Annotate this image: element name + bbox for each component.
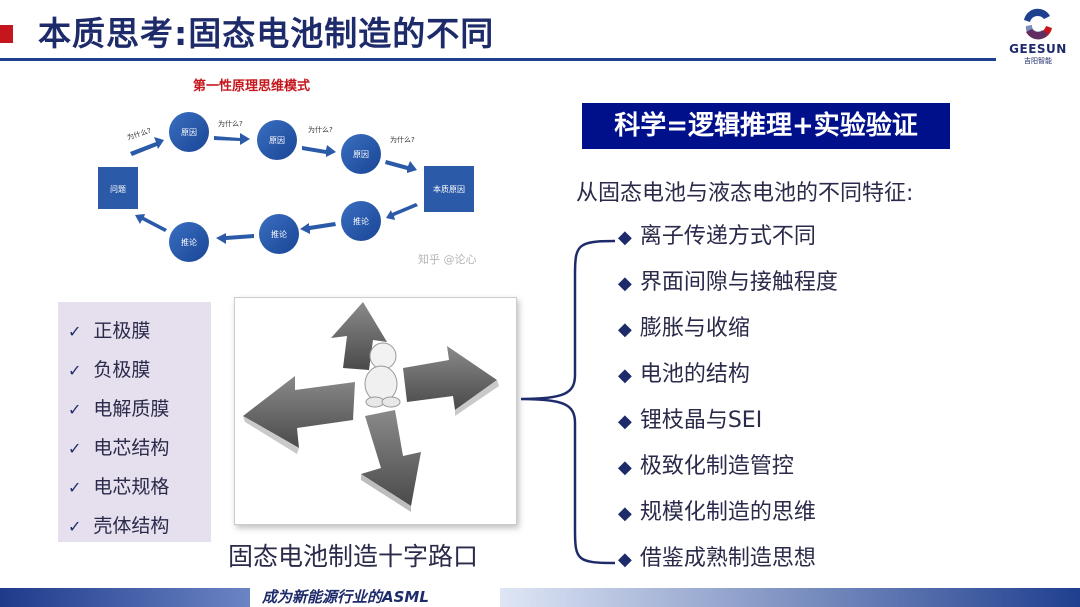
- cause-label-2: 原因: [269, 136, 285, 145]
- science-formula-box: 科学=逻辑推理+实验验证: [582, 103, 950, 149]
- checklist-item: ✓负极膜: [68, 359, 151, 381]
- cause-node-1: 原因: [169, 112, 209, 152]
- arrow-right-shape: [403, 346, 497, 410]
- feature-item-7: ◆规模化制造的思维: [618, 500, 816, 525]
- component-checklist: ✓正极膜 ✓负极膜 ✓电解质膜 ✓电芯结构 ✓电芯规格 ✓壳体结构: [58, 302, 211, 542]
- checklist-item: ✓电芯结构: [68, 437, 170, 459]
- diagram-title: 第一性原理思维模式: [193, 78, 310, 94]
- features-heading: 从固态电池与液态电池的不同特征:: [576, 181, 914, 206]
- crossroad-image: [234, 297, 517, 525]
- footer-bar-left: [0, 588, 250, 607]
- diamond-bullet-icon: ◆: [618, 411, 632, 432]
- deduction-node-1: 推论: [341, 201, 381, 241]
- diamond-bullet-icon: ◆: [618, 273, 632, 294]
- diamond-bullet-icon: ◆: [618, 503, 632, 524]
- why-label-3: 为什么?: [308, 125, 333, 134]
- feature-item-3: ◆膨胀与收缩: [618, 316, 750, 341]
- why-label-4: 为什么?: [390, 135, 415, 144]
- arrow-deduction1-to-deduction2: [300, 222, 336, 234]
- cause-node-2: 原因: [257, 120, 297, 160]
- checkmark-icon: ✓: [68, 517, 82, 536]
- diamond-bullet-icon: ◆: [618, 227, 632, 248]
- checklist-item: ✓电解质膜: [68, 398, 170, 420]
- essential-cause-box: 本质原因: [424, 166, 474, 212]
- checkmark-icon: ✓: [68, 361, 82, 380]
- thinking-figure: [364, 342, 401, 408]
- arrow-deduction2-to-deduction3: [216, 233, 254, 244]
- arrow-down-shadow: [361, 474, 411, 512]
- watermark: 知乎 @论心: [418, 252, 477, 266]
- deduction-label-3: 推论: [181, 237, 197, 247]
- first-principles-diagram: 第一性原理思维模式 问题 原因 原因 原因 本质原因 推论 推论 推论: [98, 78, 477, 266]
- diamond-bullet-icon: ◆: [618, 319, 632, 340]
- deduction-node-2: 推论: [259, 214, 299, 254]
- footer-slogan: 成为新能源行业的ASML: [262, 588, 429, 606]
- arrow-up-shape: [331, 302, 387, 370]
- deduction-label-1: 推论: [353, 216, 369, 226]
- arrow-cause3-to-essential: [385, 160, 417, 173]
- title-marker: [0, 25, 13, 43]
- feature-item-5: ◆锂枝晶与SEI: [618, 408, 763, 433]
- arrow-deduction3-to-problem: [135, 214, 167, 232]
- arrow-down-shape: [361, 410, 421, 506]
- cause-node-3: 原因: [341, 134, 381, 174]
- arrow-left-shape: [243, 376, 355, 448]
- checklist-item: ✓壳体结构: [68, 515, 170, 537]
- arrow-essential-to-deduction1: [386, 203, 418, 220]
- arrow-cause2-to-cause3: [302, 145, 336, 157]
- checklist-item: ✓正极膜: [68, 320, 151, 342]
- arrow-cause1-to-cause2: [214, 133, 250, 145]
- feature-item-2: ◆界面间隙与接触程度: [618, 270, 838, 295]
- page-title: 本质思考:固态电池制造的不同: [38, 14, 495, 53]
- checklist-item: ✓电芯规格: [68, 476, 170, 498]
- brace-connector: [520, 239, 616, 565]
- title-divider: [0, 58, 996, 61]
- feature-item-6: ◆极致化制造管控: [618, 454, 794, 479]
- logo-text: GEESUN: [1009, 42, 1067, 56]
- checkmark-icon: ✓: [68, 439, 82, 458]
- checkmark-icon: ✓: [68, 322, 82, 341]
- arrow-right-shadow: [455, 380, 499, 416]
- cause-label-3: 原因: [353, 150, 369, 159]
- flow-arrows: [130, 133, 418, 244]
- crossroad-caption: 固态电池制造十字路口: [228, 542, 479, 571]
- problem-box: 问题: [98, 167, 138, 209]
- diamond-bullet-icon: ◆: [618, 457, 632, 478]
- why-label-2: 为什么?: [218, 119, 243, 128]
- checkmark-icon: ✓: [68, 400, 82, 419]
- why-label-1: 为什么?: [126, 126, 153, 142]
- feature-item-1: ◆离子传递方式不同: [618, 224, 816, 249]
- footer-bar-right: [500, 588, 1080, 607]
- diamond-bullet-icon: ◆: [618, 365, 632, 386]
- essential-cause-label: 本质原因: [433, 184, 465, 194]
- logo-subtitle: 吉阳智能: [1024, 57, 1052, 65]
- feature-item-4: ◆电池的结构: [618, 362, 750, 387]
- feature-item-8: ◆借鉴成熟制造思想: [618, 546, 816, 571]
- geesun-logo: [1024, 8, 1052, 40]
- diamond-bullet-icon: ◆: [618, 549, 632, 570]
- checkmark-icon: ✓: [68, 478, 82, 497]
- arrow-problem-to-cause1: [130, 137, 164, 156]
- cause-label-1: 原因: [181, 128, 197, 137]
- problem-label: 问题: [110, 185, 126, 194]
- crossroad-illustration: [243, 302, 499, 512]
- deduction-label-2: 推论: [271, 229, 287, 239]
- deduction-node-3: 推论: [169, 222, 209, 262]
- arrow-left-shadow: [243, 416, 299, 454]
